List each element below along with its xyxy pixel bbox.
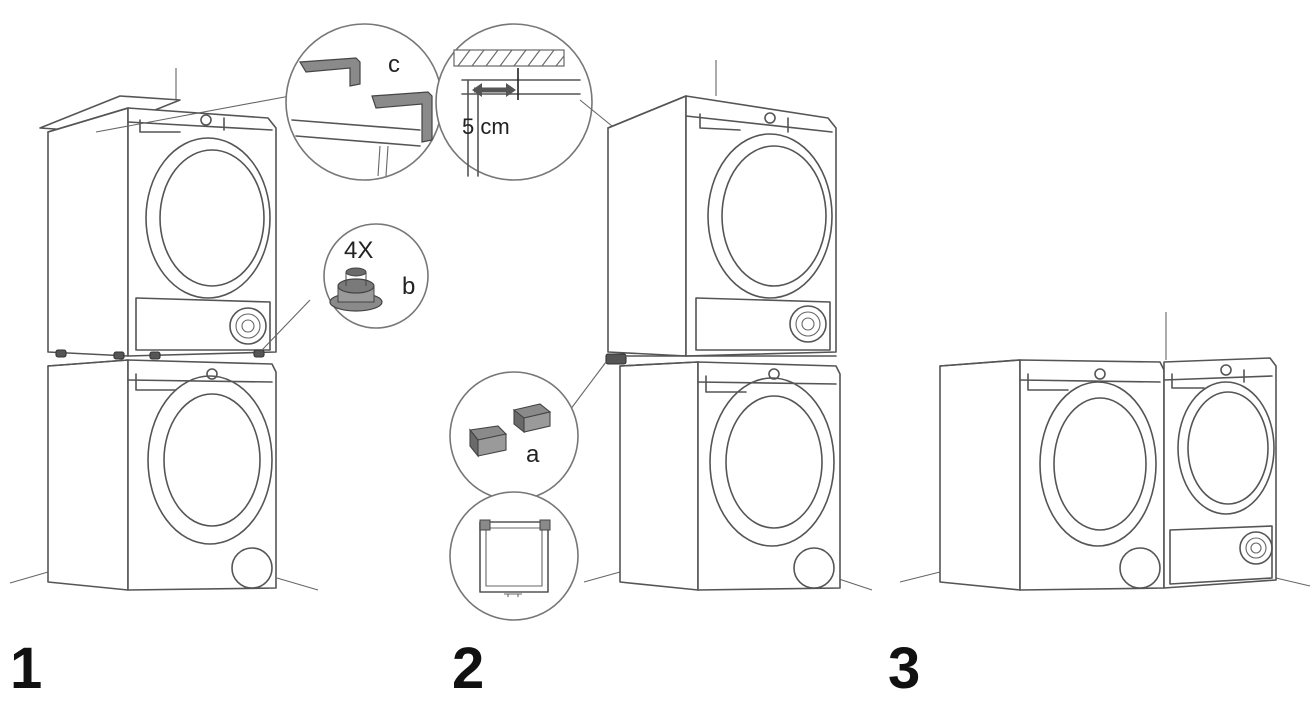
panel-3-side-by-side-machines xyxy=(899,312,1311,591)
washer-bottom-1 xyxy=(47,359,277,591)
callout-clips: a xyxy=(449,361,607,501)
panel-2-stacked-machines: a xyxy=(449,60,873,621)
bracket-part-1 xyxy=(298,57,361,87)
dryer-top-1 xyxy=(47,107,277,360)
callout-feet: 4X b xyxy=(261,223,429,351)
feet-part-label: b xyxy=(402,273,415,300)
step-number-2: 2 xyxy=(452,636,485,701)
step-number-3: 3 xyxy=(888,636,921,701)
callout-distance: 5 cm xyxy=(435,23,613,181)
dryer-side-3 xyxy=(1163,357,1277,589)
bracket-label: c xyxy=(388,51,400,78)
clip-part-label: a xyxy=(526,441,540,468)
feet-count-label: 4X xyxy=(344,237,373,264)
clip-on-machine xyxy=(605,353,627,365)
step-number-1: 1 xyxy=(10,636,43,701)
washer-side-3 xyxy=(939,359,1165,591)
dryer-top-2 xyxy=(607,95,837,357)
panel-1-stacked-machines: c 5 cm 4X b xyxy=(9,23,613,591)
washer-bottom-2 xyxy=(619,361,841,591)
callout-bracket: c xyxy=(95,23,443,181)
distance-label: 5 cm xyxy=(462,114,510,139)
bracket-part-2 xyxy=(371,91,433,143)
callout-top-view xyxy=(449,491,579,621)
